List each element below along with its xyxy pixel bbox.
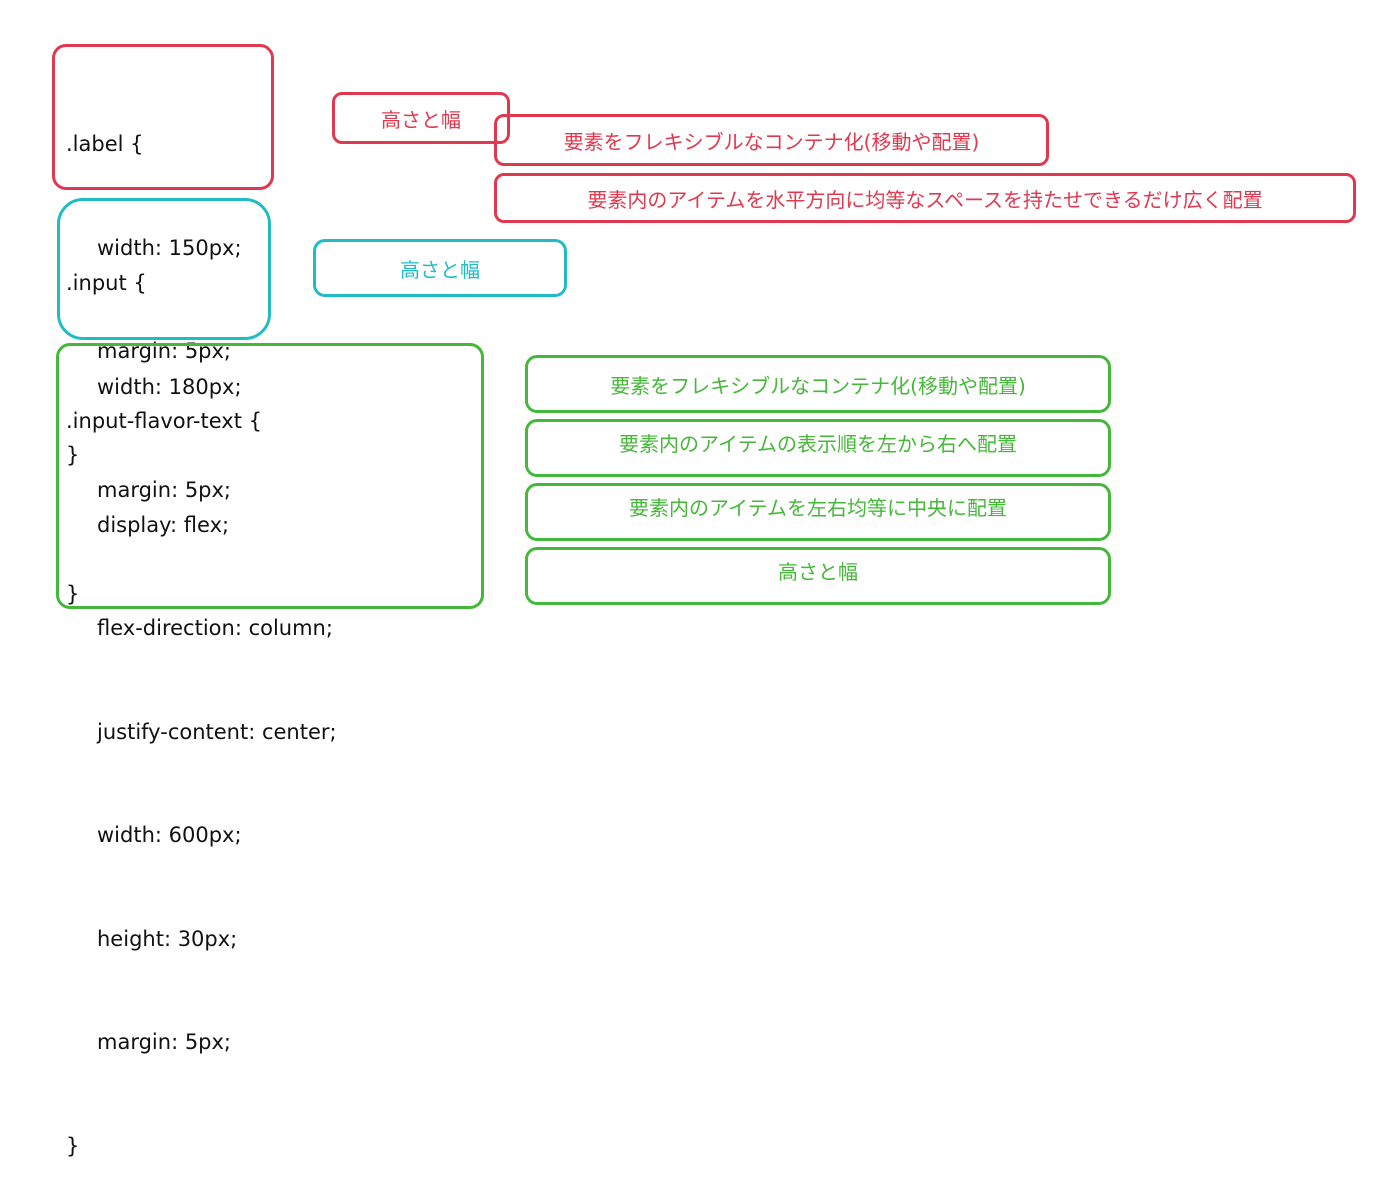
code-line: .input-flavor-text {: [66, 409, 262, 433]
code-line: margin: 5px;: [97, 1030, 232, 1054]
code-line: display: flex;: [97, 512, 230, 537]
code-line: }: [66, 1133, 80, 1158]
code-line: flex-direction: column;: [97, 616, 333, 640]
note-flavor-size: 高さと幅: [525, 547, 1111, 605]
note-label-flex-container: 要素をフレキシブルなコンテナ化(移動や配置): [494, 114, 1049, 166]
code-line: .input {: [66, 271, 147, 295]
note-flavor-flex-container: 要素をフレキシブルなコンテナ化(移動や配置): [525, 355, 1111, 413]
note-input-size: 高さと幅: [313, 239, 567, 297]
note-flavor-direction: 要素内のアイテムの表示順を左から右へ配置: [525, 419, 1111, 477]
flavor-rule-box: [56, 343, 484, 609]
code-line: width: 600px;: [97, 823, 242, 847]
input-rule-box: [57, 198, 271, 340]
note-label-size: 高さと幅: [332, 92, 510, 144]
note-flavor-center: 要素内のアイテムを左右均等に中央に配置: [525, 483, 1111, 541]
flavor-rule-code: .input-flavor-text { display: flex; flex…: [66, 335, 337, 1198]
code-line: margin: 5px;: [97, 478, 232, 502]
note-label-space-between: 要素内のアイテムを水平方向に均等なスペースを持たせできるだけ広く配置: [494, 173, 1356, 223]
code-line: justify-content: center;: [97, 719, 337, 744]
label-rule-box: [52, 44, 274, 190]
code-line: height: 30px;: [97, 926, 238, 951]
code-line: .label {: [66, 132, 144, 156]
code-line: width: 180px;: [97, 374, 242, 399]
code-line: }: [66, 442, 80, 467]
label-rule-code: .label { width: 150px; margin: 5px; }: [66, 58, 242, 507]
code-line: width: 150px;: [97, 235, 242, 260]
